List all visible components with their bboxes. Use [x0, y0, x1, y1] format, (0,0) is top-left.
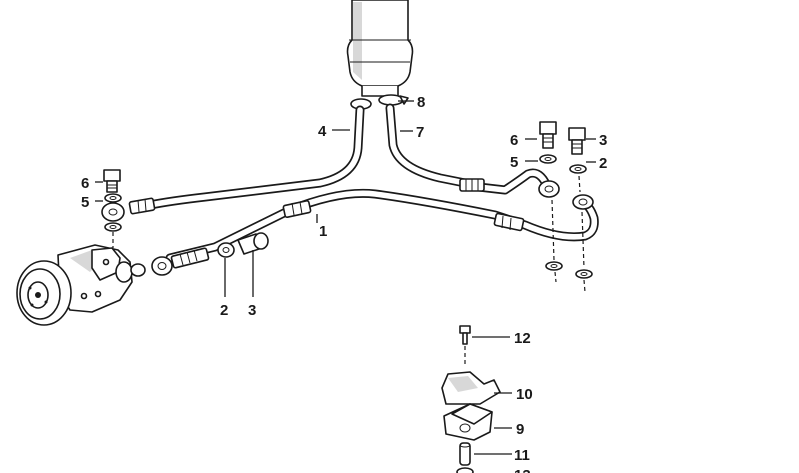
callout-12: 12 — [514, 330, 531, 347]
callout-13: 13 — [514, 467, 531, 473]
callout-1: 1 — [319, 223, 327, 240]
callout-5-left: 5 — [81, 194, 89, 211]
upper-left-hose — [130, 105, 365, 214]
callout-labels: 4 7 8 1 6 5 6 5 3 2 2 3 12 10 9 11 13 — [81, 94, 607, 473]
power-steering-pump — [16, 244, 146, 326]
callout-4: 4 — [318, 123, 327, 140]
right-banjo-bolt-b — [568, 127, 593, 293]
callout-7: 7 — [416, 124, 424, 141]
callout-8: 8 — [417, 94, 425, 111]
reservoir — [346, 0, 414, 97]
callout-3-pump: 3 — [248, 302, 256, 319]
leader-lines — [95, 100, 596, 455]
hose-crimp-fittings — [128, 194, 594, 232]
left-banjo-bolt — [101, 169, 125, 248]
mounting-bracket-assembly — [441, 325, 501, 473]
hose-clamp — [350, 94, 409, 110]
callout-6-right: 6 — [510, 132, 518, 149]
return-line-fitting — [459, 168, 560, 198]
callout-9: 9 — [516, 421, 524, 438]
callout-5-right: 5 — [510, 154, 518, 171]
main-pressure-hose — [165, 188, 599, 263]
pump-union-fittings — [151, 232, 269, 276]
callout-3-right: 3 — [599, 132, 607, 149]
right-banjo-bolt-a — [539, 121, 563, 283]
callout-2-pump: 2 — [220, 302, 228, 319]
callout-11: 11 — [514, 447, 530, 464]
upper-right-hose — [385, 103, 475, 189]
callout-10: 10 — [516, 386, 533, 403]
callout-6-left: 6 — [81, 175, 89, 192]
callout-2-right: 2 — [599, 155, 607, 172]
